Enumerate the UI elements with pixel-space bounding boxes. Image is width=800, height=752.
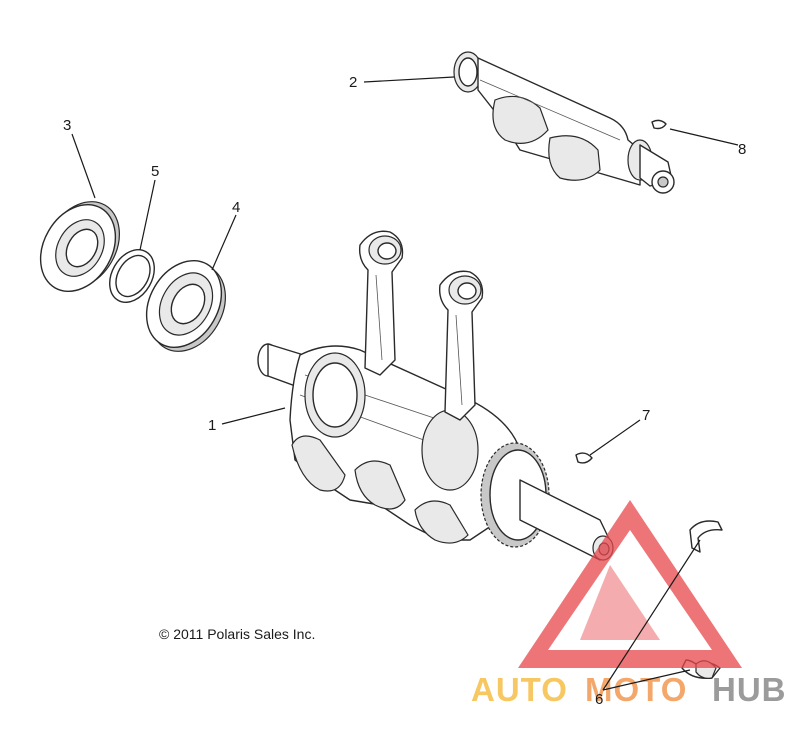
watermark-text-moto: MOTO — [585, 671, 687, 708]
woodruff-key-part-8 — [651, 119, 667, 130]
callout-8: 8 — [738, 141, 746, 158]
callout-1: 1 — [208, 417, 216, 434]
callout-2: 2 — [349, 74, 357, 91]
callout-3: 3 — [63, 117, 71, 134]
watermark-text-hub: HUB — [712, 671, 787, 708]
leader-lines — [71, 76, 739, 691]
bearing-part-4 — [145, 259, 226, 352]
callout-7: 7 — [642, 407, 650, 424]
callout-4: 4 — [232, 199, 240, 216]
copyright-notice: © 2011 Polaris Sales Inc. — [159, 626, 315, 642]
snap-ring-part-5 — [109, 249, 155, 303]
woodruff-key-part-7 — [575, 452, 593, 464]
crankshaft-part-1 — [257, 230, 614, 561]
bearing-part-3 — [39, 201, 120, 293]
watermark-triangle-logo — [518, 500, 742, 668]
balance-shaft-part-2 — [453, 51, 675, 194]
watermark-text-auto: AUTO — [471, 671, 568, 708]
automotohub-watermark: AUTO MOTO HUB — [471, 500, 787, 708]
callout-5: 5 — [151, 163, 159, 180]
callout-6: 6 — [595, 691, 603, 708]
